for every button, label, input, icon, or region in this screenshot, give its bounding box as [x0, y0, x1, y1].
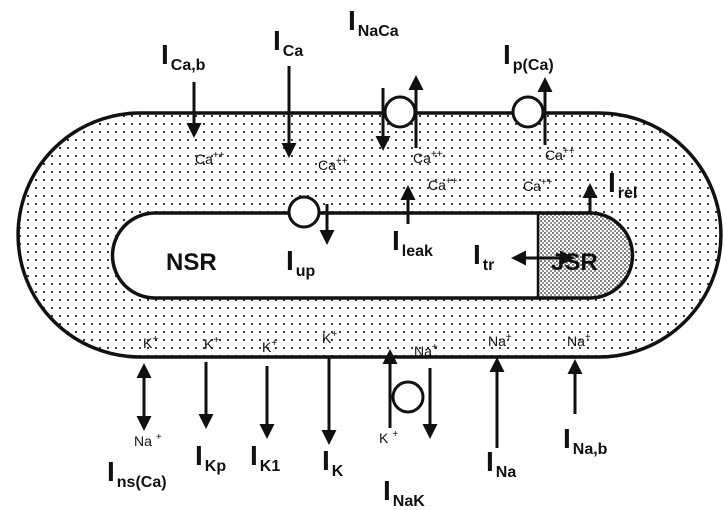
ion-ca-1: Ca++ [195, 150, 225, 167]
pump-up [287, 195, 321, 229]
ion-ca-3: Ca++ [413, 149, 443, 166]
nsr-compartment [112, 213, 538, 298]
sr-membrane [110, 211, 635, 300]
ion-k-3: K+ [262, 338, 277, 355]
jsr-label: JSR [551, 249, 598, 276]
ion-k-NaK: K+ [379, 429, 398, 446]
jsr-compartment [538, 213, 633, 298]
nsr-label: NSR [166, 249, 217, 276]
ion-ca-6: Ca++ [523, 177, 553, 194]
ion-k-1: K+ [143, 334, 158, 351]
ion-ca-2: Ca++ [318, 156, 348, 173]
ion-na-nsCa: Na+ [134, 432, 162, 449]
ion-na-2: Na+ [488, 332, 512, 349]
ion-na-3: Na+ [567, 332, 591, 349]
exchanger-NaCa [383, 95, 417, 129]
pump-NaK [391, 380, 425, 414]
ion-ca-4: Ca++ [545, 146, 575, 163]
pump-pCa [511, 95, 545, 129]
ion-k-2: K+ [204, 335, 219, 352]
ion-ca-5: Ca++ [428, 176, 458, 193]
ion-k-4: K+ [322, 329, 337, 346]
ion-na-1: Na+ [414, 342, 438, 359]
